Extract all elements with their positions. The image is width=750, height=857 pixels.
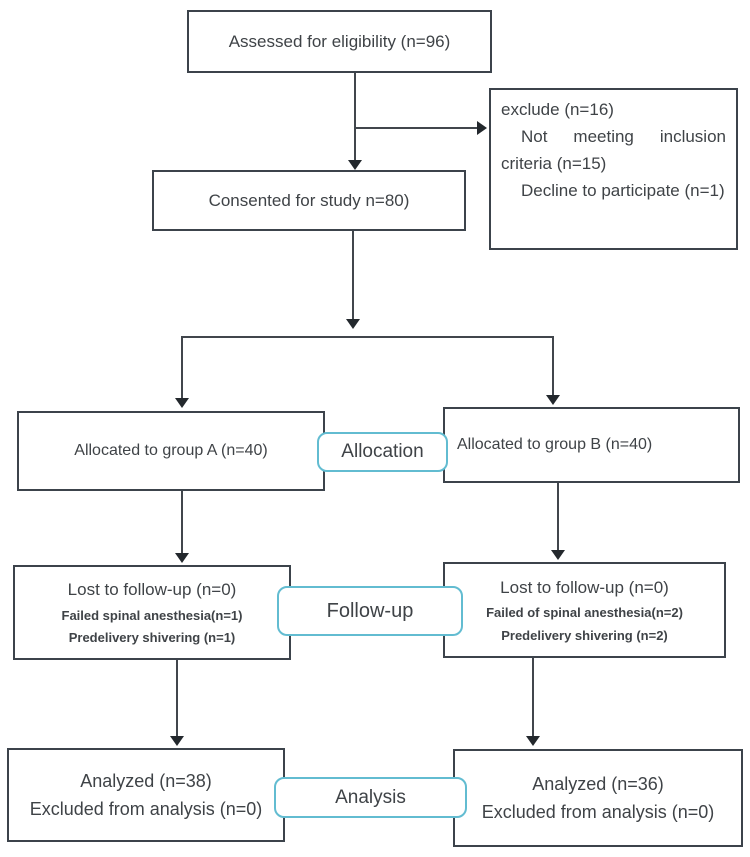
followup-b-line2: Failed of spinal anesthesia(n=2) — [486, 605, 683, 620]
split-horizontal-line — [181, 336, 554, 338]
arrowhead-down-group-b — [546, 395, 560, 405]
analysis-group-a-box: Analyzed (n=38) Excluded from analysis (… — [7, 748, 285, 842]
consented-text: Consented for study n=80) — [208, 190, 410, 210]
followup-b-line3: Predelivery shivering (n=2) — [501, 627, 668, 643]
split-left-line — [181, 336, 183, 398]
arrow-line-follow-b-to-analyzed-b — [532, 658, 534, 737]
allocation-stage-text: Allocation — [341, 441, 424, 462]
excluded-reason-1: Not meeting inclusion criteria (n=15) — [501, 127, 726, 173]
analysis-stage-label: Analysis — [274, 777, 467, 818]
followup-group-b-box: Lost to follow-up (n=0) Failed of spinal… — [443, 562, 726, 658]
excluded-box: exclude (n=16) Not meeting inclusion cri… — [489, 88, 738, 250]
arrow-line-to-excluded — [355, 127, 477, 129]
consented-box: Consented for study n=80) — [152, 170, 466, 231]
arrowhead-right-excluded — [477, 121, 487, 135]
analysis-b-line2: Excluded from analysis (n=0) — [481, 802, 715, 822]
arrowhead-down-group-a — [175, 398, 189, 408]
followup-stage-label: Follow-up — [277, 586, 463, 636]
arrowhead-down-follow-a — [175, 553, 189, 563]
analysis-group-b-box: Analyzed (n=36) Excluded from analysis (… — [453, 749, 743, 847]
arrow-line-alloc-b-to-follow-b — [557, 483, 559, 551]
arrowhead-down-split — [346, 319, 360, 329]
excluded-reason-2: Decline to participate (n=1) — [521, 181, 725, 200]
allocation-stage-label: Allocation — [317, 432, 448, 472]
followup-group-a-box: Lost to follow-up (n=0) Failed spinal an… — [13, 565, 291, 660]
assessed-box: Assessed for eligibility (n=96) — [187, 10, 492, 73]
analysis-stage-text: Analysis — [335, 786, 406, 808]
allocation-group-a-text: Allocated to group A (n=40) — [74, 442, 268, 459]
arrowhead-down-consented — [348, 160, 362, 170]
analysis-a-line1: Analyzed (n=38) — [80, 771, 212, 791]
arrowhead-down-analyzed-a — [170, 736, 184, 746]
excluded-title: exclude (n=16) — [501, 100, 614, 119]
followup-a-line2: Failed spinal anesthesia(n=1) — [61, 607, 243, 623]
assessed-text: Assessed for eligibility (n=96) — [228, 31, 451, 51]
arrow-line-consented-to-split — [352, 231, 354, 321]
followup-a-line1: Lost to follow-up (n=0) — [67, 580, 237, 600]
allocation-group-a-box: Allocated to group A (n=40) — [17, 411, 325, 491]
allocation-group-b-box: Allocated to group B (n=40) — [443, 407, 740, 483]
followup-b-line1: Lost to follow-up (n=0) — [500, 577, 669, 597]
followup-a-line3: Predelivery shivering (n=1) — [68, 629, 236, 645]
analysis-b-line1: Analyzed (n=36) — [532, 774, 664, 794]
arrowhead-down-analyzed-b — [526, 736, 540, 746]
analysis-a-line2: Excluded from analysis (n=0) — [29, 799, 263, 819]
arrowhead-down-follow-b — [551, 550, 565, 560]
arrow-line-follow-a-to-analyzed-a — [176, 660, 178, 737]
followup-stage-text: Follow-up — [326, 599, 414, 622]
allocation-group-b-text: Allocated to group B (n=40) — [457, 436, 653, 453]
split-right-line — [552, 336, 554, 396]
arrow-line-assessed-to-consented — [354, 73, 356, 161]
arrow-line-alloc-a-to-follow-a — [181, 491, 183, 554]
